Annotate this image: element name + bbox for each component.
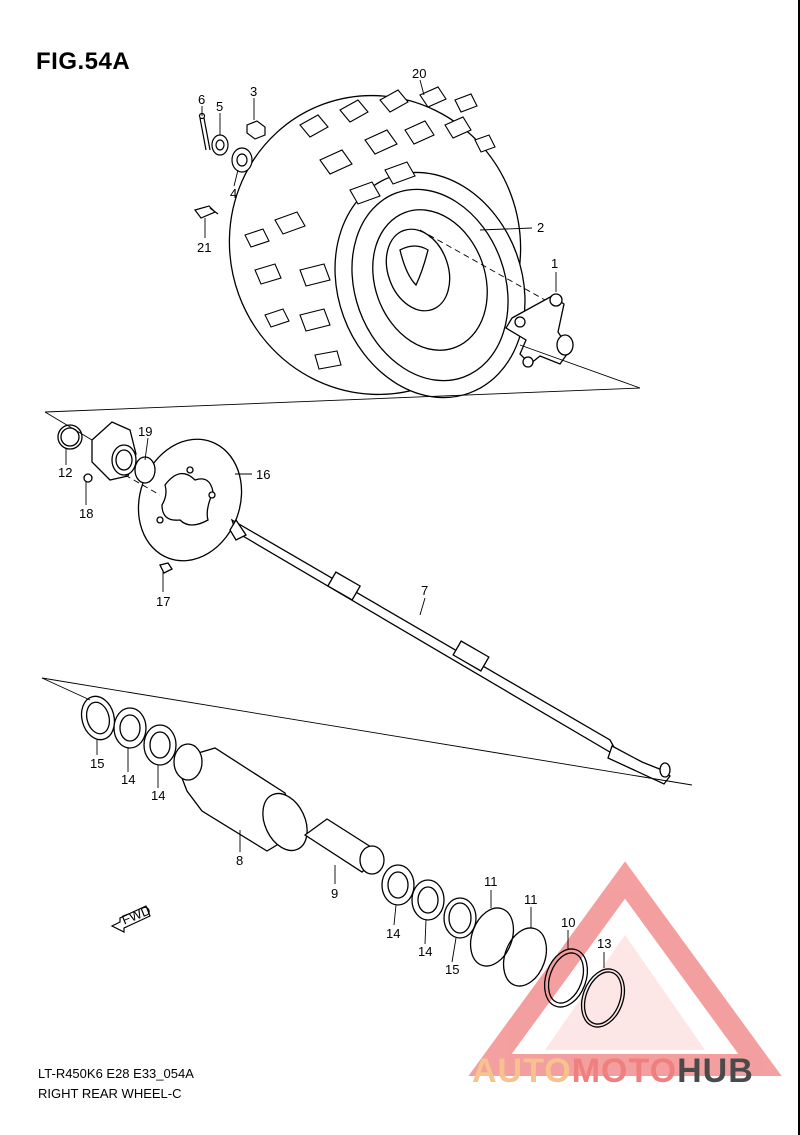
page-border [798, 0, 800, 1135]
watermark-part-1: AUTO [472, 1052, 572, 1090]
bearings-and-seals [80, 695, 477, 939]
watermark-part-2: MOTO [571, 1052, 678, 1090]
tire-assembly [228, 86, 526, 399]
watermark-part-3: HUB [677, 1052, 754, 1090]
rear-axle-shaft [229, 518, 671, 785]
axle-hub-sleeve [173, 743, 308, 852]
o-rings-and-circlips [469, 907, 626, 1028]
callout-14c: 14 [386, 926, 400, 941]
wheel-hub-flange [505, 293, 574, 368]
callout-9: 9 [331, 886, 338, 901]
callout-14b: 14 [151, 788, 165, 803]
callout-11a: 11 [484, 874, 498, 889]
callout-19: 19 [138, 424, 152, 439]
callout-13: 13 [597, 936, 611, 951]
callout-10: 10 [561, 915, 575, 930]
bearing-holder [57, 421, 173, 574]
assembly-guide-lines [41, 229, 693, 786]
figure-code: LT-R450K6 E28 E33_054A [38, 1066, 194, 1081]
forward-arrow-label: FWD [120, 902, 153, 927]
callout-7: 7 [421, 583, 428, 598]
callout-17: 17 [156, 594, 170, 609]
figure-name: RIGHT REAR WHEEL-C [38, 1086, 182, 1101]
brake-disc [137, 438, 243, 562]
callout-8: 8 [236, 853, 243, 868]
callout-5: 5 [216, 99, 223, 114]
callout-leaders [65, 79, 605, 968]
callout-20: 20 [412, 66, 426, 81]
callout-15b: 15 [445, 962, 459, 977]
callout-18: 18 [79, 506, 93, 521]
callout-3: 3 [250, 84, 257, 99]
callout-14d: 14 [418, 944, 432, 959]
callout-12: 12 [58, 465, 72, 480]
spacer-tube [303, 818, 385, 875]
callout-15a: 15 [90, 756, 104, 771]
callout-2: 2 [537, 220, 544, 235]
watermark-logo [468, 861, 782, 1076]
callout-11b: 11 [524, 892, 538, 907]
watermark-brand: AUTOMOTOHUB [472, 1052, 754, 1091]
callout-6: 6 [198, 92, 205, 107]
figure-title: FIG.54A [36, 48, 131, 75]
forward-arrow-icon: FWD [110, 902, 153, 933]
callout-1: 1 [551, 256, 558, 271]
callout-16: 16 [256, 467, 270, 482]
callout-14a: 14 [121, 772, 135, 787]
callout-4: 4 [230, 186, 237, 201]
callout-numbers: 20 2 1 3 5 6 4 21 19 16 12 18 17 7 8 9 1… [58, 66, 611, 977]
callout-21: 21 [197, 240, 211, 255]
